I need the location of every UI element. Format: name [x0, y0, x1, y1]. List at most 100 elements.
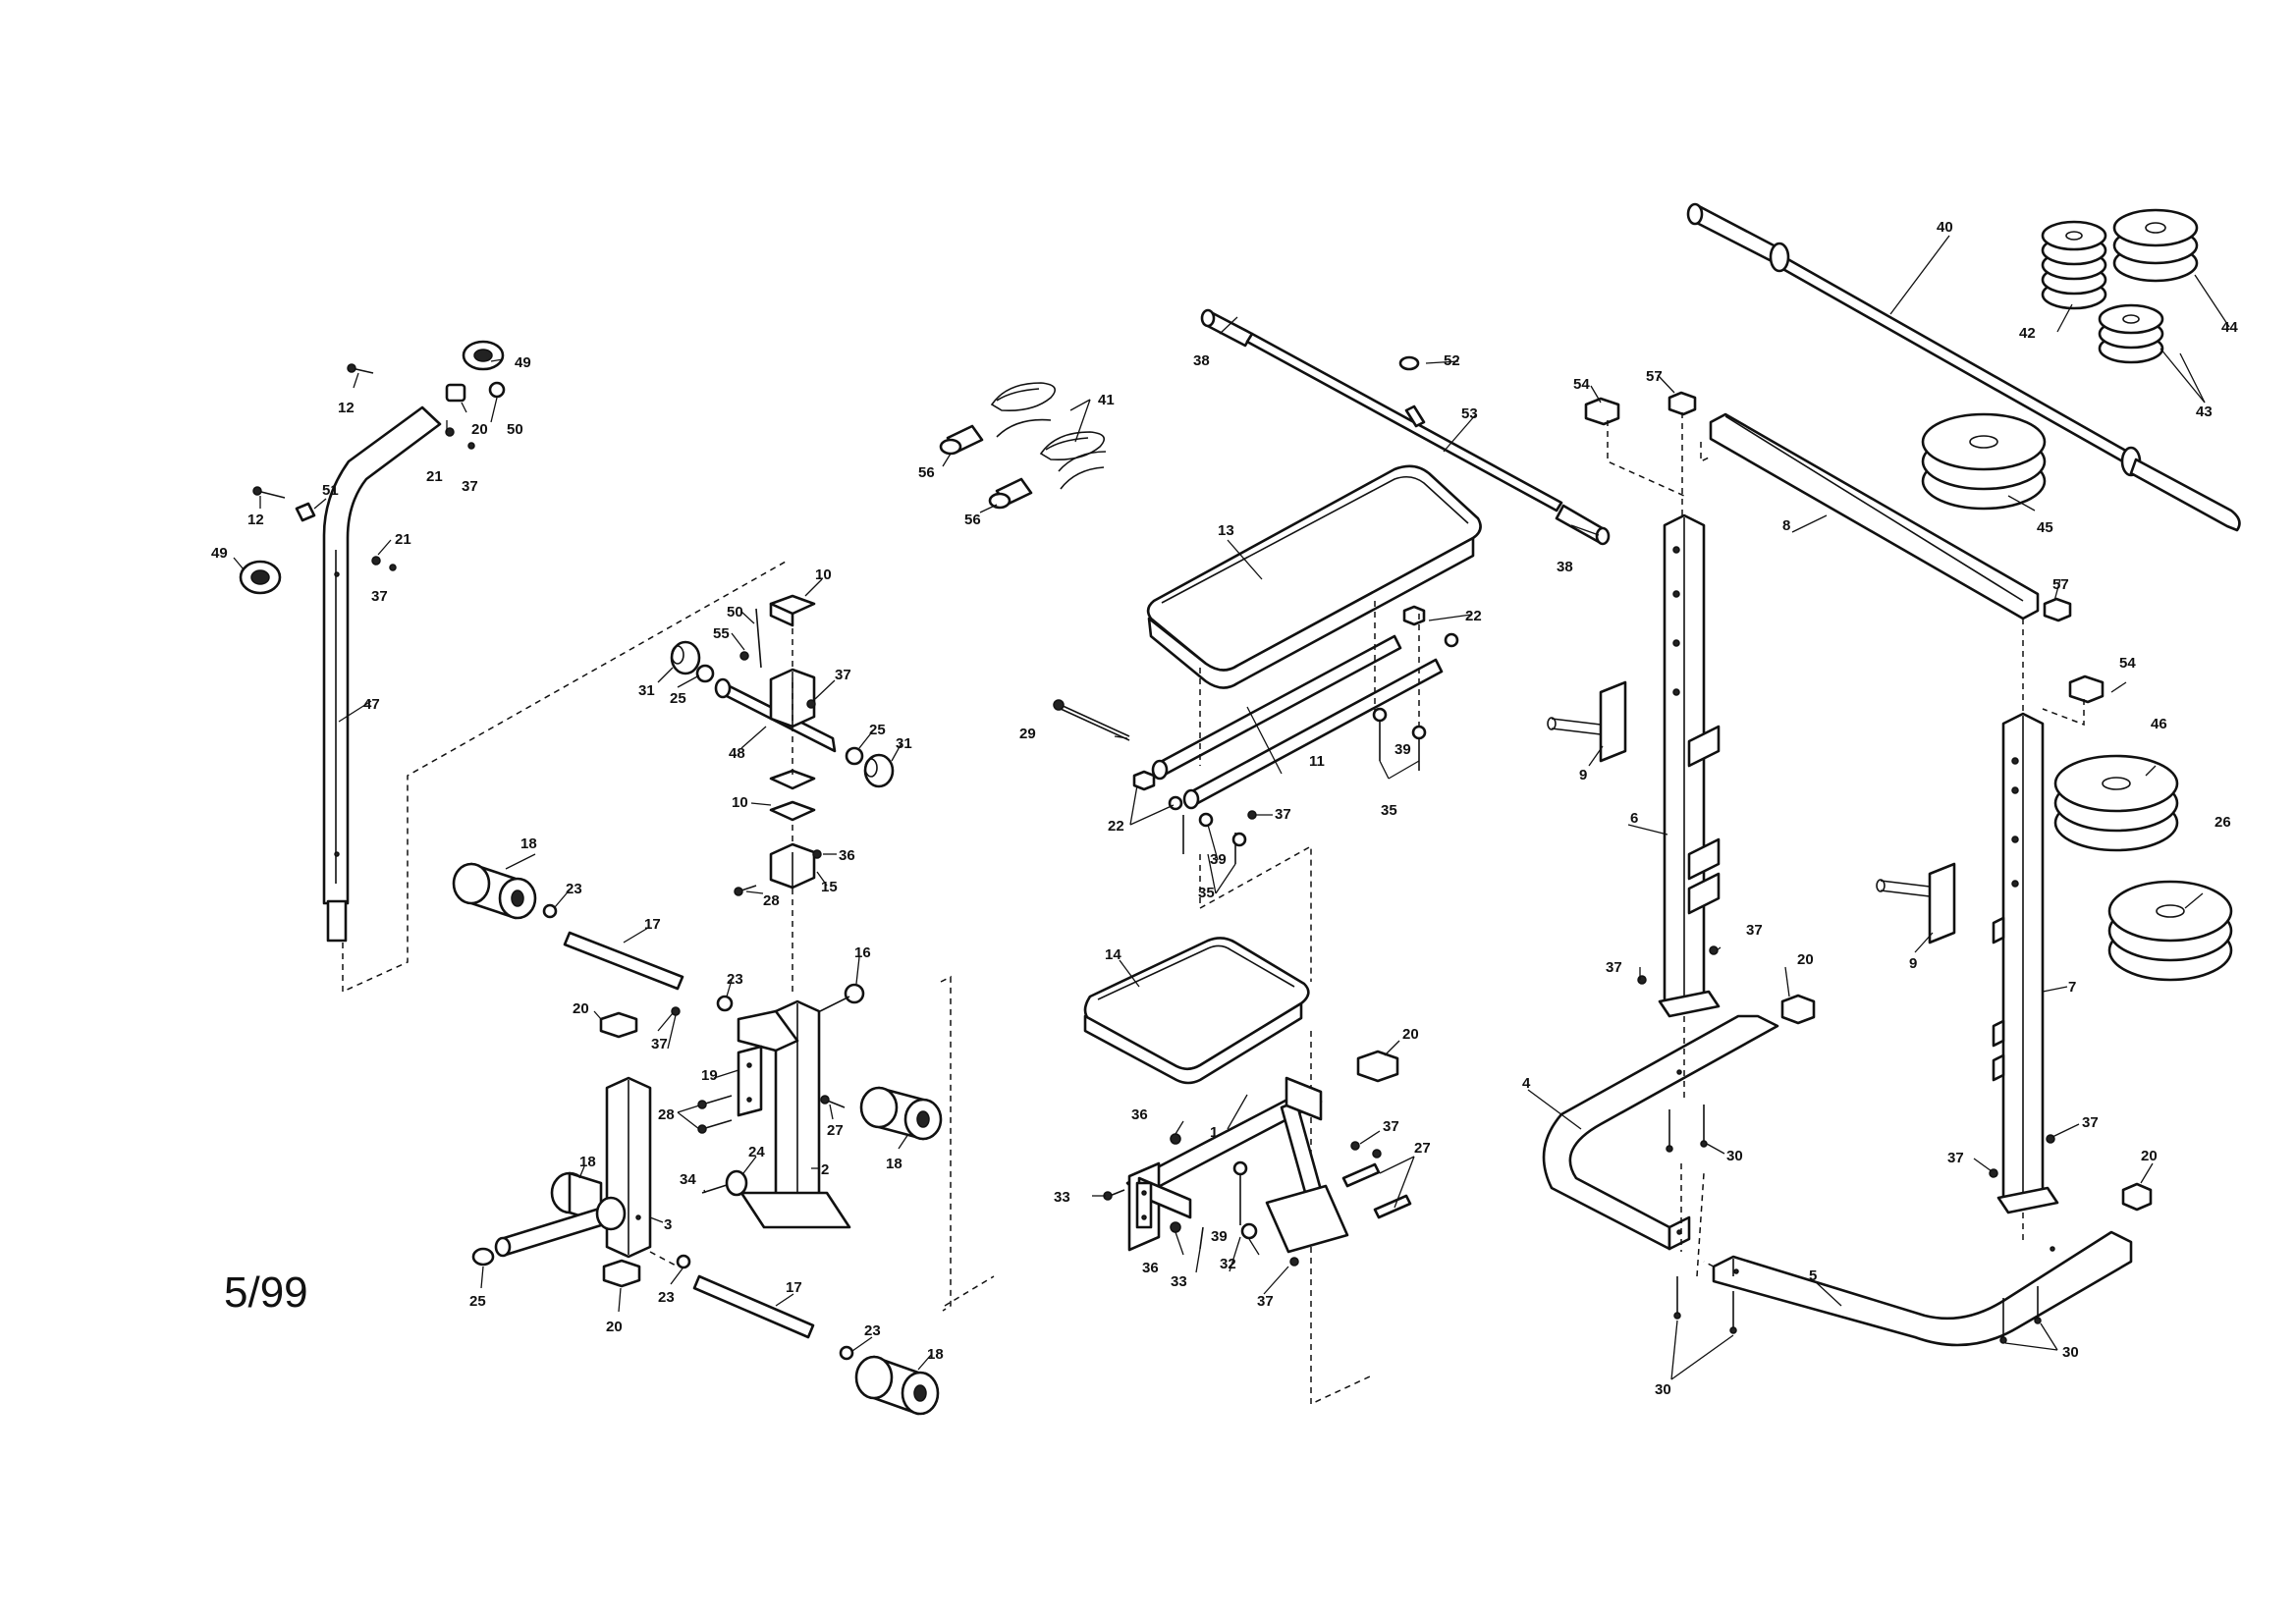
- label-18-bottom: 18: [927, 1346, 944, 1363]
- dash-seat-vertical: [1199, 601, 1420, 1406]
- lat-tower-part-47: [322, 405, 442, 943]
- plates-part-44: [2112, 208, 2199, 283]
- dash-lower-left: [649, 975, 995, 1312]
- pivot-bracket-part-16: [737, 983, 865, 1052]
- label-45: 45: [2037, 519, 2053, 536]
- part-labels: 1 2 3 4 5 6 7 8 9 9 10 10 11 12 12 13 14…: [211, 219, 2238, 1398]
- label-57-top: 57: [1646, 368, 1663, 385]
- label-42: 42: [2019, 325, 2036, 342]
- label-4: 4: [1522, 1075, 1531, 1092]
- label-29: 29: [1019, 726, 1036, 742]
- seat-part-14: [1083, 937, 1310, 1085]
- label-46: 46: [2151, 716, 2167, 732]
- post-part-2: [739, 999, 851, 1229]
- label-12-left: 12: [247, 512, 264, 528]
- label-57-right: 57: [2052, 576, 2069, 593]
- label-20-seat: 20: [1402, 1026, 1419, 1043]
- peg-part-9-left: [1547, 680, 1627, 763]
- label-38-right: 38: [1557, 559, 1573, 575]
- label-56-bottom: 56: [964, 512, 981, 528]
- label-37-tower-mid: 37: [371, 588, 388, 605]
- label-25-arm-left: 25: [670, 690, 686, 707]
- label-41: 41: [1098, 392, 1115, 408]
- label-20-left-bottom: 20: [606, 1319, 623, 1335]
- pad-part-18-bottom: [854, 1355, 940, 1416]
- label-23-top: 23: [566, 881, 582, 897]
- bolts-35-39-seat: [1182, 707, 1427, 864]
- label-18-top: 18: [520, 836, 537, 852]
- plates-part-26: [2107, 880, 2233, 982]
- label-51: 51: [322, 482, 339, 499]
- axle-part-17-bottom: [692, 1274, 815, 1339]
- clips-part-41: [990, 382, 1107, 490]
- caps-54-57: [1584, 391, 2105, 704]
- plates-part-42: [2041, 220, 2107, 310]
- label-9-left: 9: [1579, 767, 1587, 783]
- label-27-right: 27: [1414, 1140, 1431, 1157]
- clip-part-52: [1398, 355, 1420, 371]
- label-17-bottom: 17: [786, 1279, 802, 1296]
- label-23-bottom-left: 23: [658, 1289, 675, 1306]
- dash-rack: [1607, 412, 2085, 1277]
- date-code: 5/99: [224, 1268, 308, 1317]
- pulley-bracket-part-20-top: [445, 381, 506, 403]
- bolt-27-left: [820, 1095, 846, 1108]
- label-43: 43: [2196, 404, 2213, 420]
- axle-part-17-top: [563, 931, 684, 991]
- handles-part-56: [939, 424, 1033, 510]
- label-37-rack-upper-right: 37: [1746, 922, 1763, 939]
- label-14: 14: [1105, 946, 1121, 963]
- label-13: 13: [1218, 522, 1234, 539]
- tubes-part-11: [1151, 634, 1444, 810]
- label-19: 19: [701, 1067, 718, 1084]
- label-15: 15: [821, 879, 838, 895]
- spacer-25-b: [845, 746, 864, 766]
- label-31-right: 31: [896, 735, 912, 752]
- bolts-left-tower: [252, 363, 475, 571]
- spacer-25-a: [695, 664, 715, 683]
- label-37-seat: 37: [1275, 806, 1291, 823]
- label-25-arm-right: 25: [869, 722, 886, 738]
- upright-part-7: [1992, 712, 2059, 1214]
- label-23-mid: 23: [727, 971, 743, 988]
- label-18-left: 18: [579, 1154, 596, 1170]
- label-36-arm: 36: [839, 847, 855, 864]
- cap-part-20-left-bottom: [602, 1259, 641, 1288]
- label-16: 16: [854, 944, 871, 961]
- label-5: 5: [1809, 1267, 1817, 1284]
- peg-part-9-right: [1876, 862, 1956, 944]
- seat-frame-part-1: [1125, 1076, 1349, 1254]
- label-6: 6: [1630, 810, 1638, 827]
- label-40: 40: [1937, 219, 1953, 236]
- label-37-rack-right: 37: [2082, 1114, 2099, 1131]
- label-22-right: 22: [1465, 608, 1482, 624]
- plates-part-45: [1921, 412, 2047, 511]
- label-54-left: 54: [1573, 376, 1590, 393]
- label-10-bottom: 10: [732, 794, 748, 811]
- label-1: 1: [1210, 1124, 1218, 1141]
- label-37-frame-right: 37: [1383, 1118, 1399, 1135]
- label-31-left: 31: [638, 682, 655, 699]
- olympic-bar-part-40: [1686, 202, 2241, 532]
- label-37-leg: 37: [651, 1036, 668, 1052]
- label-53: 53: [1461, 405, 1478, 422]
- label-47: 47: [363, 696, 380, 713]
- label-37-rack-upper-left: 37: [1606, 959, 1622, 976]
- label-37-rack-lower: 37: [1947, 1150, 1964, 1166]
- label-24: 24: [748, 1144, 765, 1160]
- label-2: 2: [821, 1161, 829, 1178]
- backrest-part-13: [1146, 464, 1482, 689]
- label-44: 44: [2221, 319, 2238, 336]
- small-bolts-arm: [734, 608, 822, 896]
- bolt-part-29: [1053, 699, 1130, 741]
- label-36-seat-bottom: 36: [1142, 1260, 1159, 1276]
- label-33-bottom: 33: [1171, 1273, 1187, 1290]
- label-54-right: 54: [2119, 655, 2136, 672]
- label-35-left: 35: [1198, 885, 1215, 901]
- label-49-top: 49: [515, 354, 531, 371]
- upright-part-6: [1658, 513, 1721, 1018]
- label-8: 8: [1782, 517, 1790, 534]
- axle-part-17-left-horizontal: [494, 1196, 627, 1258]
- label-34: 34: [680, 1171, 696, 1188]
